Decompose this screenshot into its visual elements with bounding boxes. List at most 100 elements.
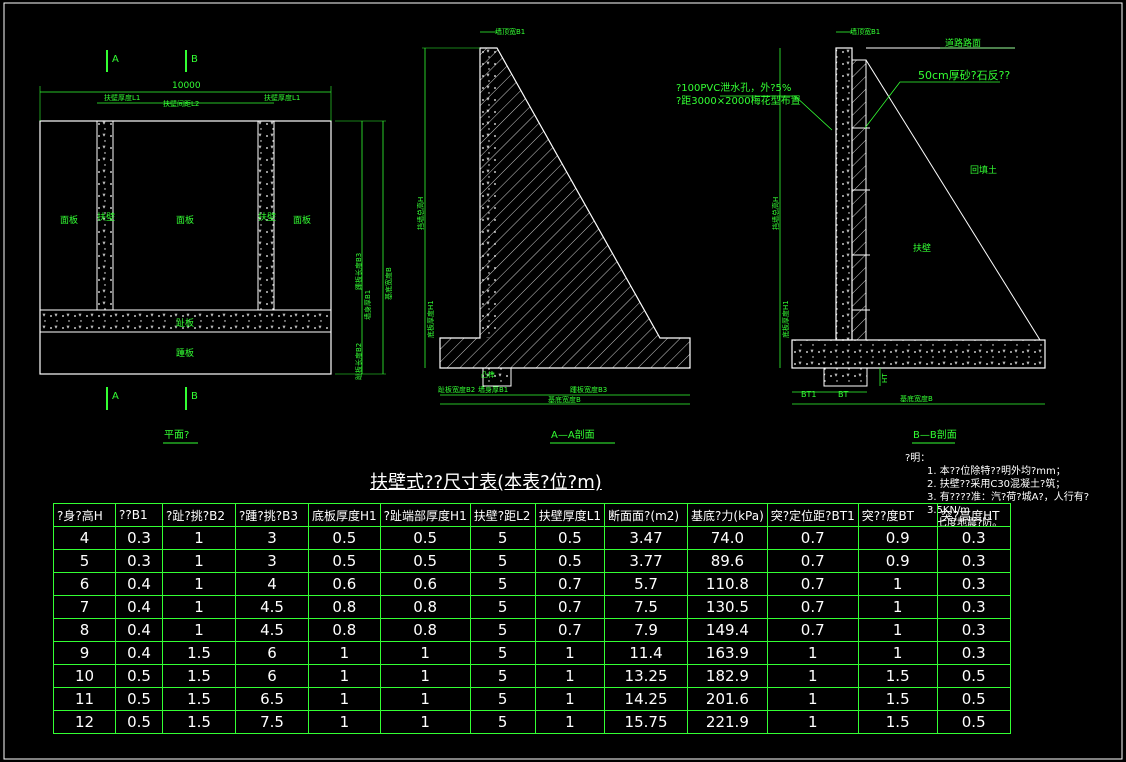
table-cell: 0.7 xyxy=(766,572,859,596)
table-cell: 1 xyxy=(534,664,606,688)
bb-top-dim: 墙顶宽B1 xyxy=(850,28,881,36)
table-cell: 7.5 xyxy=(604,595,689,619)
table-cell: 0.4 xyxy=(115,618,163,642)
table-cell: 0.9 xyxy=(857,549,938,573)
table-cell: 74.0 xyxy=(687,526,768,550)
table-cell: 3.47 xyxy=(604,526,689,550)
bb-bottom-dim-total: 基底宽度B xyxy=(900,395,933,403)
table-cell: 0.6 xyxy=(308,572,381,596)
plan-dim-right-2: 基底宽度B xyxy=(385,267,393,300)
table-header-cell: ?趾?挑?B2 xyxy=(162,503,236,527)
table-cell: 0.5 xyxy=(379,549,471,573)
plan-heel: 踵板 xyxy=(176,349,195,359)
bb-bt-label: BT xyxy=(838,390,849,399)
table-cell: 1 xyxy=(379,687,471,711)
section-bb-view xyxy=(720,31,1046,444)
table-cell: 0.8 xyxy=(308,595,381,619)
table-cell: 0.7 xyxy=(534,595,606,619)
table-header-cell: 突??度BT xyxy=(857,503,938,527)
table-cell: 1 xyxy=(857,618,938,642)
table-cell: 0.5 xyxy=(534,549,606,573)
table-cell: 8 xyxy=(53,618,116,642)
bb-left-dim-2: 底板厚度H1 xyxy=(782,300,790,338)
aa-bottom-dim-3: 踵板宽度B3 xyxy=(570,386,608,394)
table-header-cell: 突?高度HT xyxy=(936,503,1011,527)
table-cell: 14.25 xyxy=(604,687,689,711)
table-cell: 5.7 xyxy=(604,572,689,596)
table-cell: 1 xyxy=(379,710,471,734)
table-cell: 13.25 xyxy=(604,664,689,688)
bb-road-label: 道路路面 xyxy=(945,39,982,49)
table-cell: 89.6 xyxy=(687,549,768,573)
aa-key-label: 凸榫 xyxy=(481,371,495,379)
table-title: 扶壁式??尺寸表(本表?位?m) xyxy=(370,472,602,493)
plan-dim-wall-left: 扶壁厚度L1 xyxy=(104,94,141,102)
table-cell: 1.5 xyxy=(162,641,236,665)
table-cell: 1 xyxy=(162,549,236,573)
table-cell: 5 xyxy=(469,595,536,619)
table-cell: 1 xyxy=(379,641,471,665)
table-cell: 9 xyxy=(53,641,116,665)
bb-backfill-label: 回填土 xyxy=(970,166,998,176)
table-cell: 0.5 xyxy=(936,664,1011,688)
table-cell: 1.5 xyxy=(857,664,938,688)
table-cell: 7.9 xyxy=(604,618,689,642)
table-cell: 3 xyxy=(235,549,309,573)
table-cell: 149.4 xyxy=(687,618,768,642)
table-cell: 0.7 xyxy=(766,595,859,619)
table-cell: 0.8 xyxy=(379,618,471,642)
table-cell: 12 xyxy=(53,710,116,734)
plan-face-mid: 面板 xyxy=(176,216,195,226)
table-cell: 1 xyxy=(308,710,381,734)
table-cell: 0.7 xyxy=(766,618,859,642)
aa-left-dim-2: 底板厚度H1 xyxy=(427,300,435,338)
table-cell: 7.5 xyxy=(235,710,309,734)
table-cell: 5 xyxy=(469,641,536,665)
table-cell: 1.5 xyxy=(162,710,236,734)
table-header-cell: ?身?高H xyxy=(53,503,116,527)
table-cell: 0.5 xyxy=(534,526,606,550)
table-cell: 5 xyxy=(469,618,536,642)
table-cell: 0.3 xyxy=(936,618,1011,642)
table-header-cell: ?踵?挑?B3 xyxy=(235,503,309,527)
bb-left-dim: 挡墙总高H xyxy=(772,196,780,230)
table-cell: 1.5 xyxy=(162,664,236,688)
plan-title: 平面? xyxy=(164,430,190,441)
table-cell: 15.75 xyxy=(604,710,689,734)
plan-rib-left: 扶壁 xyxy=(97,213,116,223)
table-cell: 0.3 xyxy=(936,572,1011,596)
table-cell: 6 xyxy=(235,664,309,688)
table-cell: 1 xyxy=(766,687,859,711)
table-cell: 1 xyxy=(379,664,471,688)
table-cell: 0.5 xyxy=(308,526,381,550)
table-cell: 0.5 xyxy=(115,687,163,711)
plan-view xyxy=(39,50,386,444)
table-cell: 0.8 xyxy=(308,618,381,642)
table-cell: 0.4 xyxy=(115,641,163,665)
aa-left-dim: 挡墙总高H xyxy=(417,196,425,230)
aa-bottom-dim-1: 趾板宽度B2 xyxy=(438,386,476,394)
plan-dim-wall-right: 扶壁厚度L1 xyxy=(264,94,301,102)
table-cell: 0.5 xyxy=(308,549,381,573)
table-cell: 4 xyxy=(53,526,116,550)
table-cell: 201.6 xyxy=(687,687,768,711)
table-cell: 0.9 xyxy=(857,526,938,550)
notes-line-2: 2. 扶壁??采用C30混凝土?筑； xyxy=(927,479,1066,490)
bb-pvc-label-1: ?100PVC泄水孔，外?5% xyxy=(676,83,792,94)
table-cell: 6 xyxy=(235,641,309,665)
plan-face-left: 面板 xyxy=(60,216,79,226)
table-header-cell: 扶壁?距L2 xyxy=(469,503,536,527)
notes-line-1: 1. 本??位除特??明外均?mm； xyxy=(927,466,1066,477)
table-cell: 10 xyxy=(53,664,116,688)
aa-top-dim: 墙顶宽B1 xyxy=(495,28,526,36)
plan-dim-right-1: 踵板长度B3 xyxy=(355,252,363,290)
table-cell: 6.5 xyxy=(235,687,309,711)
